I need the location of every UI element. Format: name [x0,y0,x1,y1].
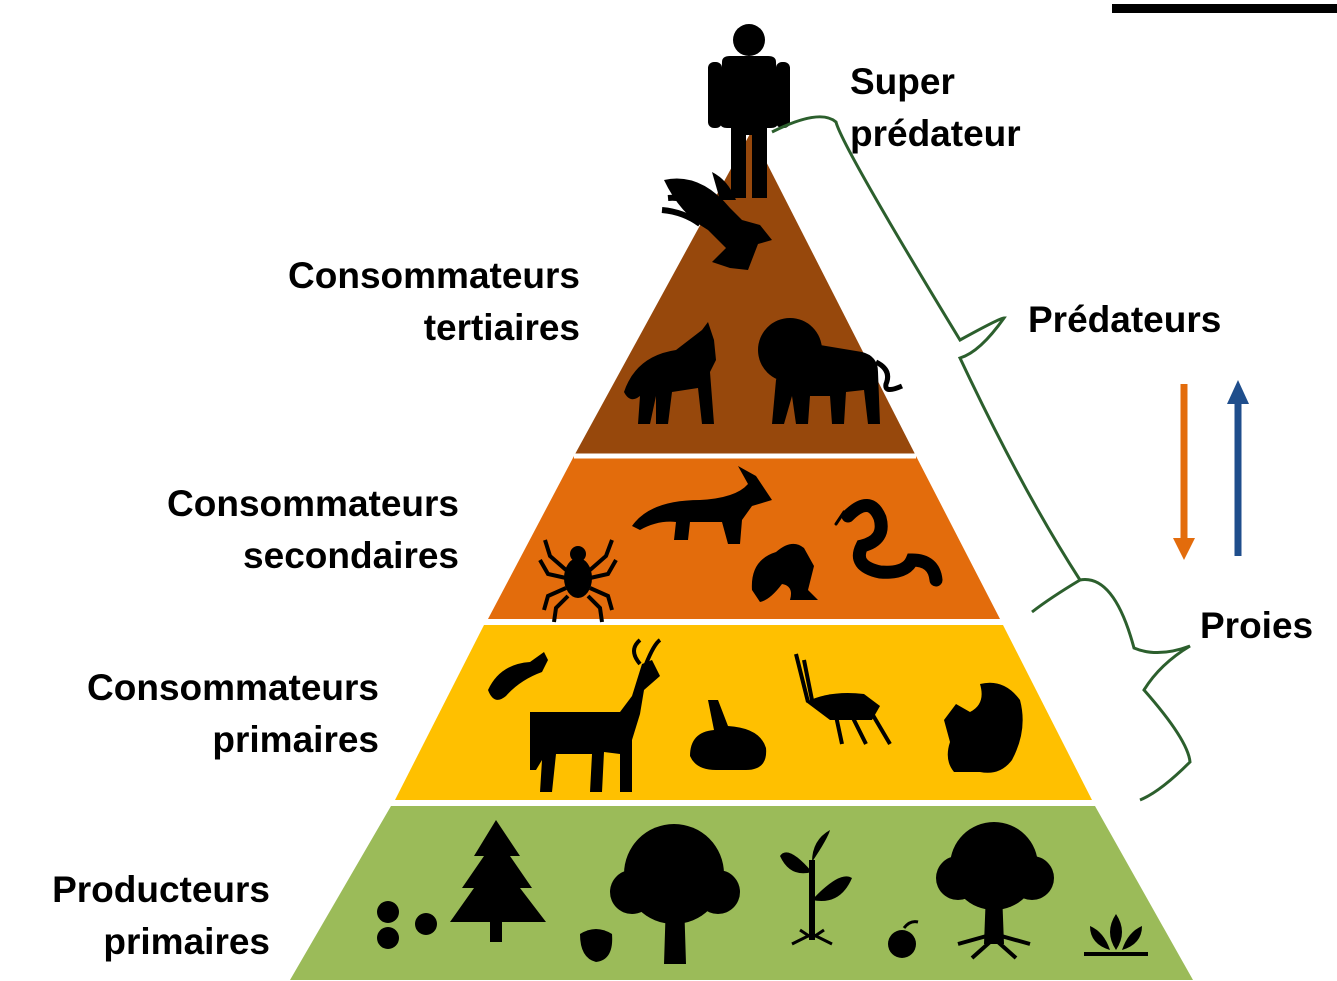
tier-producers [290,806,1193,980]
arrow-up-icon [1227,380,1249,556]
label-secondary-line1: Consommateurs [167,478,459,530]
label-tertiary-line2: tertiaires [288,302,580,354]
label-tertiary: Consommateurs tertiaires [288,250,580,354]
label-secondary-line2: secondaires [167,530,459,582]
label-predators: Prédateurs [1028,294,1221,346]
label-prey: Proies [1200,600,1313,652]
top-rule [1112,4,1337,13]
prey-bracket [1080,580,1190,800]
label-producers-line1: Producteurs [52,864,270,916]
label-primary-line2: primaires [87,714,379,766]
label-primary-line1: Consommateurs [87,662,379,714]
label-primary: Consommateurs primaires [87,662,379,766]
label-tertiary-line1: Consommateurs [288,250,580,302]
label-producers-line2: primaires [52,916,270,968]
label-apex-line1: Super [850,56,1021,108]
label-producers: Producteurs primaires [52,864,270,968]
tier-secondary [488,456,1000,619]
label-apex-line2: prédateur [850,108,1021,160]
label-apex: Super prédateur [850,56,1021,160]
arrow-down-icon [1173,384,1195,560]
label-secondary: Consommateurs secondaires [167,478,459,582]
